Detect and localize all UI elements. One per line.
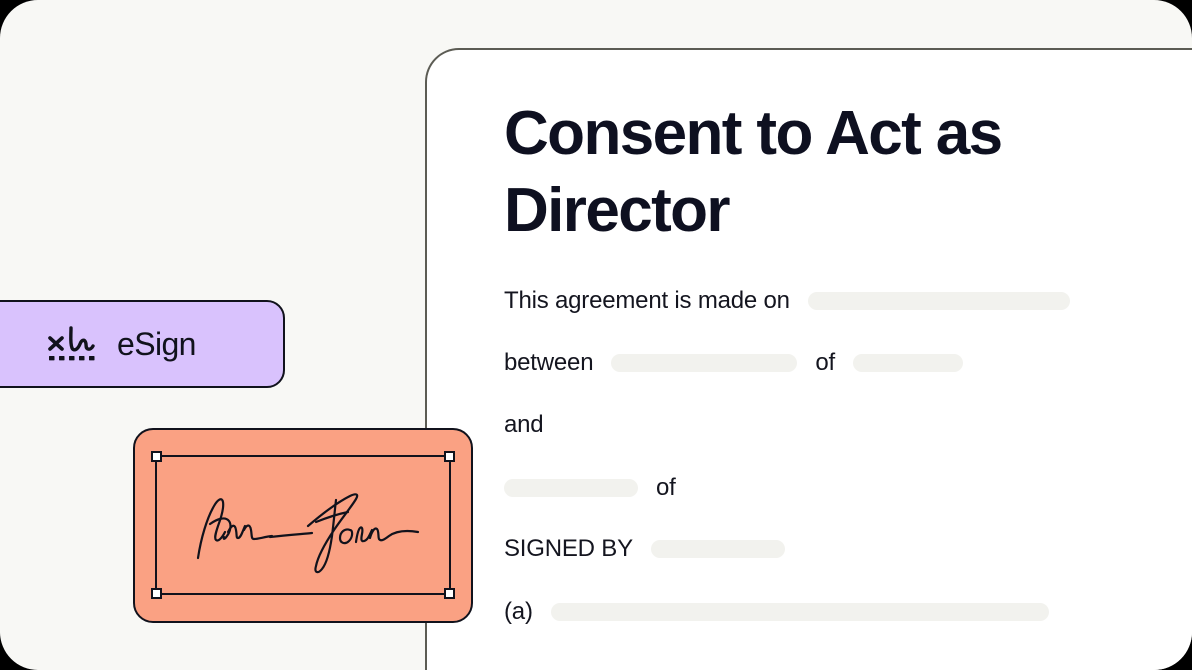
document-line-party-two: of — [504, 474, 676, 502]
signature-selection-box[interactable] — [151, 451, 455, 599]
line-text: This agreement is made on — [504, 287, 790, 314]
line-text-signed-by: SIGNED BY — [504, 535, 633, 562]
esign-badge[interactable]: eSign — [0, 300, 285, 388]
page-title: Consent to Act as Director — [504, 99, 1003, 245]
document-line-signed-by: SIGNED BY — [504, 535, 785, 563]
resize-handle-bottom-right[interactable] — [444, 588, 455, 599]
line-text: and — [504, 411, 544, 438]
resize-handle-bottom-left[interactable] — [151, 588, 162, 599]
esign-badge-label: eSign — [117, 325, 196, 362]
document-card: Consent to Act as Director This agreemen… — [425, 48, 1192, 670]
document-line-and: and — [504, 411, 544, 439]
blank-field-item-a[interactable] — [550, 603, 1049, 621]
blank-field-date[interactable] — [807, 292, 1070, 310]
document-line-a: (a) — [504, 598, 1049, 626]
resize-handle-top-right[interactable] — [444, 451, 455, 462]
resize-handle-top-left[interactable] — [151, 451, 162, 462]
document-line-made-on: This agreement is made on — [504, 287, 1070, 315]
blank-field-party-one[interactable] — [611, 354, 798, 372]
blank-field-party-one-address[interactable] — [852, 354, 963, 372]
signature-card[interactable] — [133, 428, 473, 623]
line-text-of: of — [656, 474, 676, 501]
line-text-of: of — [815, 349, 835, 376]
line-text: between — [504, 349, 594, 376]
blank-field-signed-by[interactable] — [650, 540, 785, 558]
blank-field-party-two[interactable] — [504, 479, 638, 497]
line-text-item-a: (a) — [504, 598, 533, 625]
document-line-between: between of — [504, 349, 963, 377]
signature-icon — [48, 326, 95, 361]
